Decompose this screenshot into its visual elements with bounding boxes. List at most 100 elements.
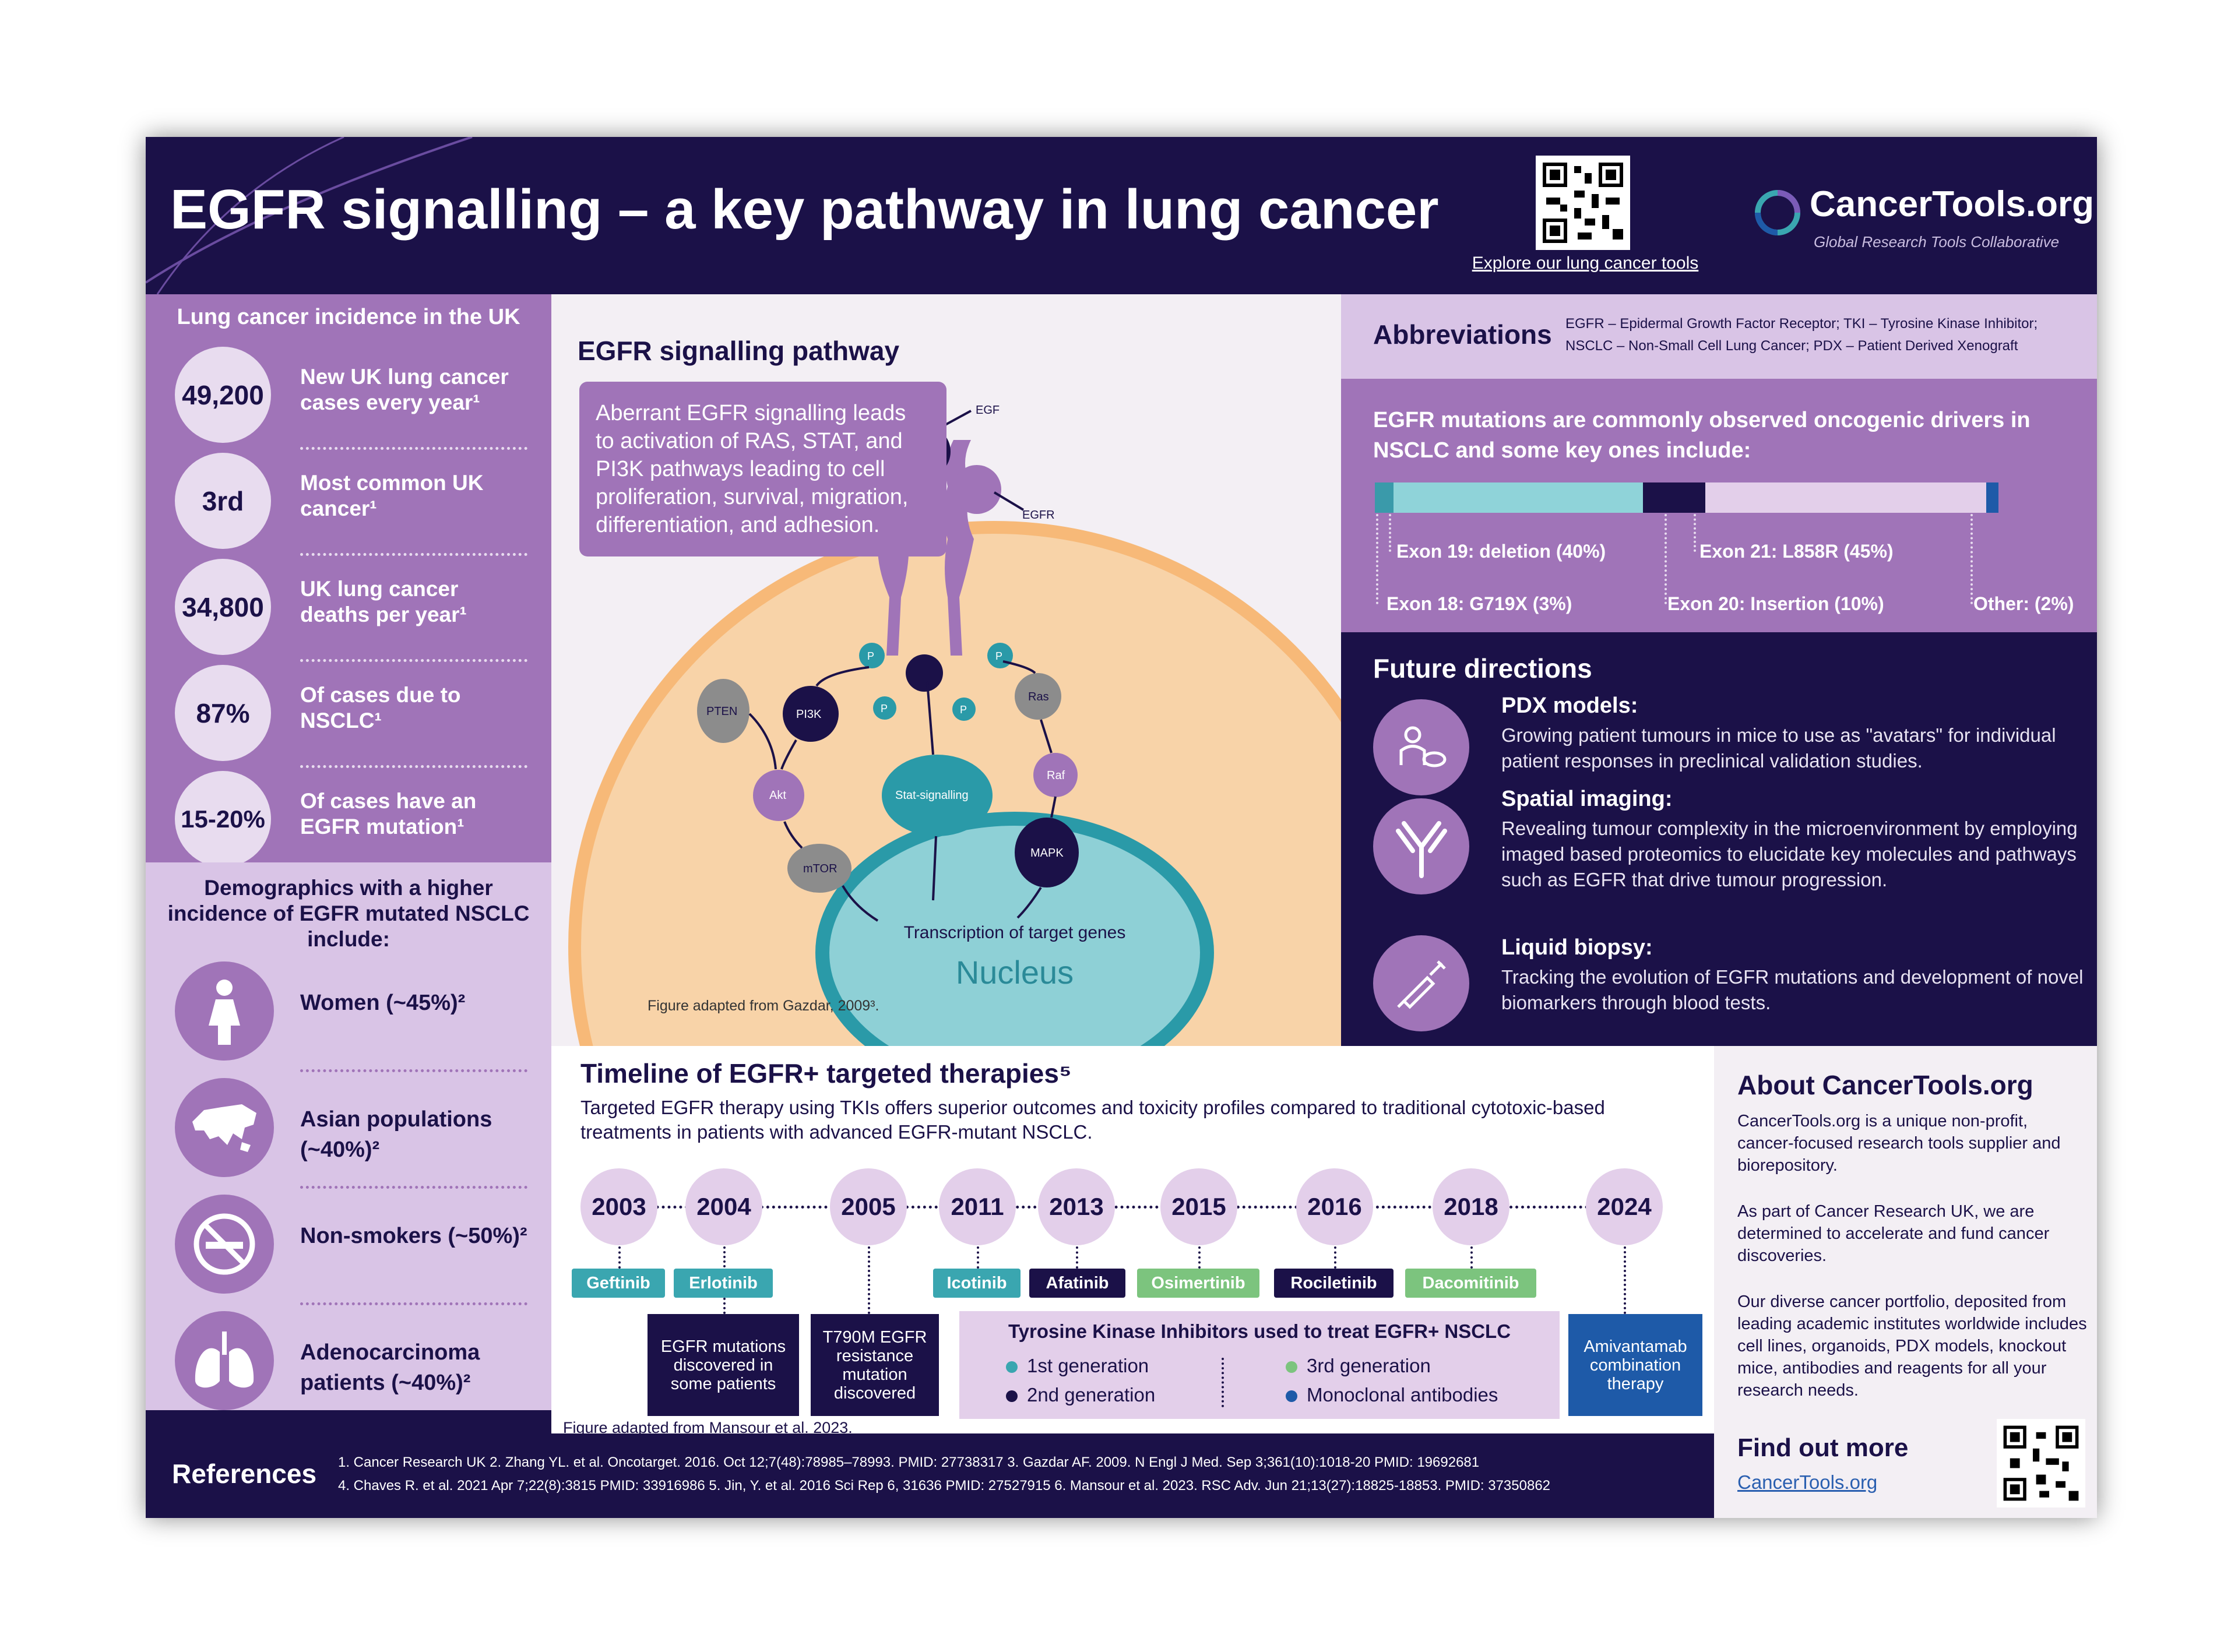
mutation-label: Exon 20: Insertion (10%) — [1667, 593, 1884, 614]
stat-value: 34,800 — [175, 559, 271, 655]
divider — [300, 1186, 527, 1189]
demographic-item: Adenocarcinoma patients (~40%)² — [146, 1308, 551, 1419]
timeline-year: 2016 — [1296, 1168, 1373, 1245]
pathway-credit: Figure adapted from Gazdar, 2009³. — [648, 998, 879, 1014]
pathway-description: Aberrant EGFR signalling leads to activa… — [579, 382, 946, 556]
demographic-text: Asian populations (~40%)² — [300, 1107, 492, 1162]
timeline-year: 2011 — [939, 1168, 1016, 1245]
mtor-label: mTOR — [803, 862, 838, 875]
drug-badge: Icotinib — [933, 1269, 1021, 1298]
stat-item: 34,800 UK lung cancer deaths per year¹ — [146, 553, 551, 662]
demographic-item: Asian populations (~40%)² — [146, 1075, 551, 1189]
stat-item: 49,200 New UK lung cancer cases every ye… — [146, 341, 551, 450]
pathway-diagram: EGF EGFR PTEN PI3K Akt mTOR Stat-signall… — [568, 404, 1341, 1046]
stat-text: UK lung cancer deaths per year¹ — [300, 577, 467, 626]
demographics-title: Demographics with a higher incidence of … — [167, 876, 530, 951]
legend-item: 2nd generation — [1006, 1384, 1155, 1406]
demographic-text: Non-smokers (~50%)² — [300, 1224, 527, 1248]
abbreviations-line: NSCLC – Non-Small Cell Lung Cancer; PDX … — [1565, 338, 2018, 354]
header: EGFR signalling – a key pathway in lung … — [146, 137, 2097, 294]
mutation-label: Other: (2%) — [1973, 593, 2074, 614]
about-paragraph: As part of Cancer Research UK, we are de… — [1737, 1202, 2050, 1265]
divider — [300, 447, 527, 450]
future-heading: Spatial imaging: — [1501, 787, 1673, 811]
abbreviations-title: Abbreviations — [1373, 319, 1552, 350]
stat-text: Of cases have an EGFR mutation¹ — [300, 789, 477, 839]
legend-item: 1st generation — [1006, 1355, 1149, 1377]
qr-code-icon[interactable] — [1536, 156, 1630, 250]
future-body: Tracking the evolution of EGFR mutations… — [1501, 966, 2084, 1013]
legend-label: 2nd generation — [1027, 1384, 1156, 1406]
stat-label: Stat-signalling — [895, 789, 969, 802]
demographic-item: Women (~45%)² — [146, 959, 551, 1072]
timeline-year: 2024 — [1586, 1168, 1663, 1245]
drug-badge: Osimertinib — [1137, 1269, 1259, 1298]
reference-line: 4. Chaves R. et al. 2021 Apr 7;22(8):381… — [338, 1478, 1551, 1494]
demographic-text: Adenocarcinoma patients (~40%)² — [300, 1340, 480, 1395]
legend-title: Tyrosine Kinase Inhibitors used to treat… — [1008, 1320, 1511, 1342]
demographic-item: Non-smokers (~50%)² — [146, 1192, 551, 1305]
about-title: About CancerTools.org — [1737, 1070, 2033, 1100]
timeline-year: 2013 — [1038, 1168, 1115, 1245]
qr-code-icon[interactable] — [1997, 1419, 2085, 1507]
mutation-segment — [1705, 482, 1986, 513]
legend-item: Monoclonal antibodies — [1286, 1384, 1498, 1406]
stat-value: 49,200 — [175, 347, 271, 443]
stat-text: New UK lung cancer cases every year¹ — [300, 365, 509, 414]
cancertools-logo-icon — [1755, 190, 1800, 235]
future-body: Growing patient tumours in mice to use a… — [1501, 724, 2056, 772]
divider — [300, 765, 527, 768]
drug-badge: Dacomitinib — [1405, 1269, 1536, 1298]
mutation-label: Exon 19: deletion (40%) — [1396, 541, 1606, 562]
phosphate-label: P — [995, 650, 1002, 662]
phosphate-label: P — [881, 703, 888, 714]
pdx-model-icon — [1373, 699, 1469, 795]
syringe-icon — [1373, 935, 1469, 1031]
divider — [300, 1302, 527, 1305]
references-panel: References 1. Cancer Research UK 2. Zhan… — [146, 1433, 1714, 1518]
about-panel: About CancerTools.org CancerTools.org is… — [1714, 1046, 2097, 1518]
pathway-title: EGFR signalling pathway — [578, 336, 900, 366]
timeline-event: T790M EGFR resistance mutation discovere… — [811, 1314, 939, 1416]
poster: EGFR signalling – a key pathway in lung … — [146, 137, 2097, 1518]
timeline-event: EGFR mutations discovered in some patien… — [648, 1314, 799, 1416]
legend-label: 1st generation — [1027, 1355, 1149, 1376]
timeline-description: Targeted EGFR therapy using TKIs offers … — [580, 1097, 1605, 1143]
future-directions-panel: Future directions PDX models: Growing pa… — [1341, 632, 2097, 1046]
timeline-event: Amivantamab combination therapy — [1568, 1314, 1702, 1416]
pten-label: PTEN — [706, 705, 737, 718]
lung-cancer-tools-link[interactable]: Explore our lung cancer tools — [1472, 253, 1699, 273]
mutation-label: Exon 18: G719X (3%) — [1387, 593, 1572, 614]
abbreviations-panel: Abbreviations EGFR – Epidermal Growth Fa… — [1341, 294, 2097, 379]
drug-badge: Afatinib — [1029, 1269, 1125, 1298]
ras-label: Ras — [1028, 691, 1049, 703]
mutations-intro: EGFR mutations are commonly observed onc… — [1373, 408, 2031, 463]
mutation-segment — [1986, 482, 1998, 513]
asia-map-icon — [175, 1078, 274, 1177]
drug-badge: Erlotinib — [674, 1269, 773, 1298]
no-smoking-icon — [175, 1195, 274, 1294]
future-heading: PDX models: — [1501, 693, 1638, 718]
mapk-label: MAPK — [1030, 847, 1064, 860]
akt-label: Akt — [769, 789, 786, 802]
references-list: 1. Cancer Research UK 2. Zhang YL. et al… — [338, 1451, 1702, 1498]
cancertools-link[interactable]: CancerTools.org — [1737, 1471, 1878, 1493]
abbreviations-line: EGFR – Epidermal Growth Factor Receptor;… — [1565, 316, 2038, 332]
legend-label: 3rd generation — [1307, 1355, 1431, 1376]
stat-item: 87% Of cases due to NSCLC¹ — [146, 659, 551, 768]
stat-item: 15-20% Of cases have an EGFR mutation¹ — [146, 765, 551, 870]
drug-badge: Rociletinib — [1274, 1269, 1394, 1298]
phosphate-label: P — [960, 704, 967, 716]
abbreviations-text: EGFR – Epidermal Growth Factor Receptor;… — [1565, 313, 2090, 357]
stat-value: 3rd — [175, 453, 271, 549]
logo-name: CancerTools.org — [1810, 184, 2095, 224]
timeline-title: Timeline of EGFR+ targeted therapies⁵ — [580, 1058, 1072, 1089]
decorative-curves — [146, 137, 473, 294]
mutation-labels: Exon 19: deletion (40%) Exon 21: L858R (… — [1341, 379, 2097, 632]
timeline-year: 2018 — [1433, 1168, 1509, 1245]
logo-tagline: Global Research Tools Collaborative — [1814, 233, 2060, 251]
nucleus-label: Nucleus — [956, 954, 1074, 991]
stat-value: 87% — [175, 665, 271, 761]
page-title: EGFR signalling – a key pathway in lung … — [170, 178, 1439, 241]
legend-item: 3rd generation — [1286, 1355, 1431, 1377]
